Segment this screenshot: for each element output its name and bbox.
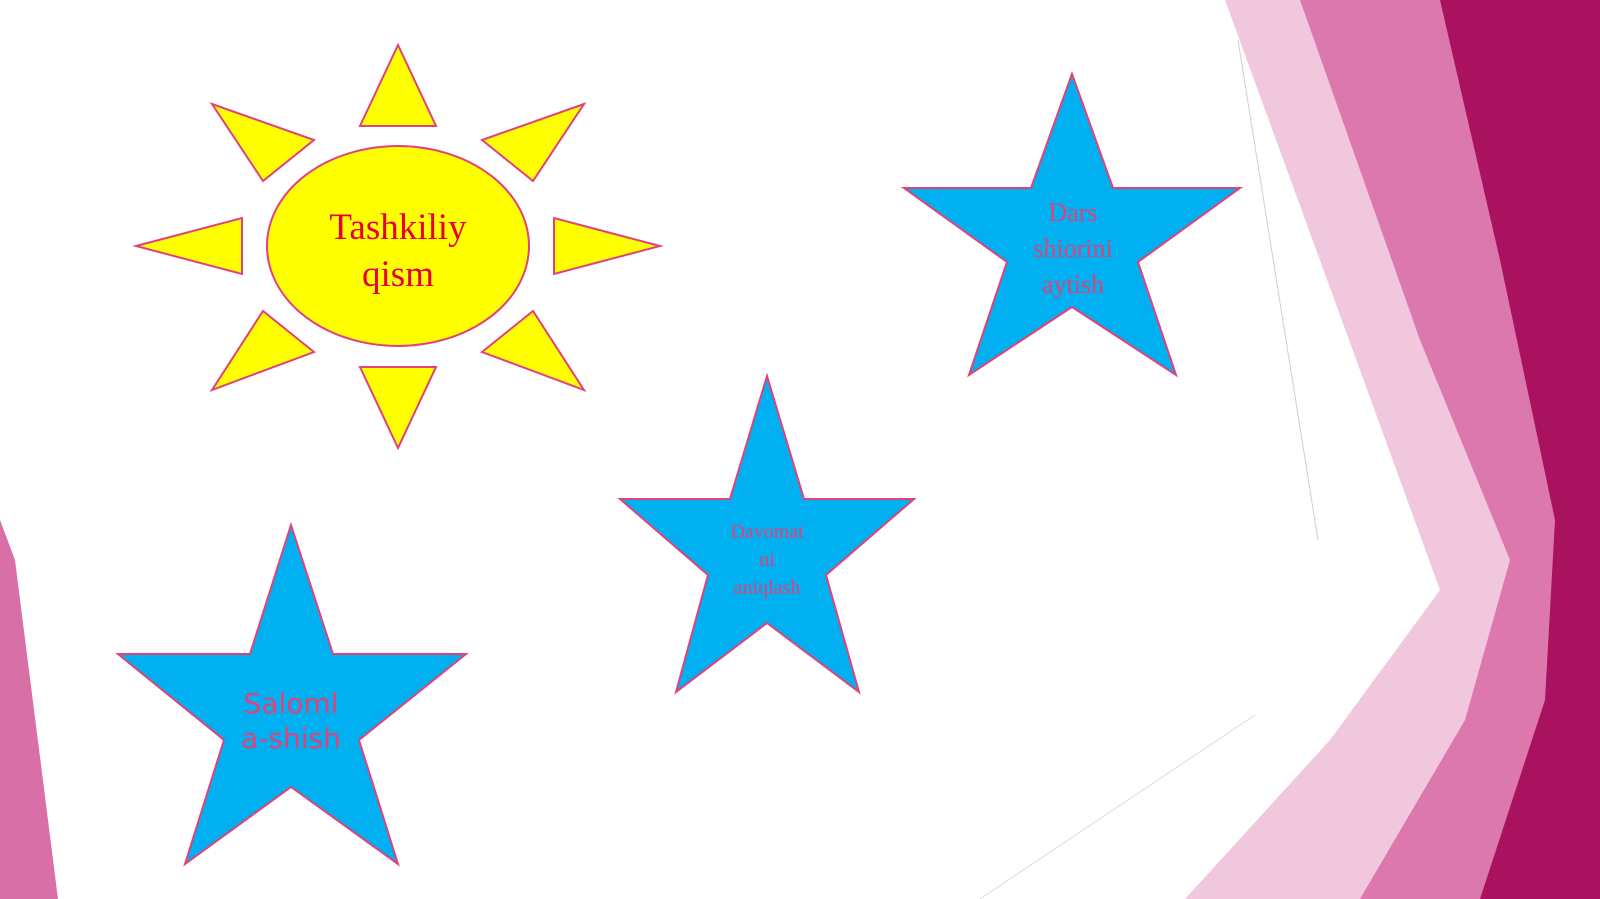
sun-ray xyxy=(358,366,438,451)
star-label-line3: aytish xyxy=(1042,270,1104,299)
background-thin-line-lower xyxy=(979,714,1256,899)
star-label-line1: Saloml xyxy=(244,687,339,720)
sun-label-line1: Tashkiliy xyxy=(329,207,467,248)
star-label-line2: ni xyxy=(759,549,775,571)
background-thin-line xyxy=(1237,39,1319,541)
star-label-line2: a-shish xyxy=(241,722,341,755)
star-shape xyxy=(617,372,917,695)
star-shape xyxy=(115,521,469,867)
sun-ray xyxy=(358,42,438,127)
background-band-dark xyxy=(1440,0,1600,899)
sun-ray xyxy=(132,216,243,276)
star-dars: Dars shiorini aytish xyxy=(900,71,1244,378)
star-shape xyxy=(900,71,1244,378)
star-label-line1: Davomat xyxy=(730,521,804,543)
star-label-line3: aniqlash xyxy=(734,577,801,599)
star-salom: Saloml a-shish xyxy=(115,521,469,867)
sun-label-line2: qism xyxy=(362,254,434,295)
sun-shape: Tashkiliy qism xyxy=(132,42,664,451)
sun-ray xyxy=(209,309,316,392)
sun-ray xyxy=(480,309,587,392)
sun-ray xyxy=(209,102,317,183)
star-davomat: Davomat ni aniqlash xyxy=(617,372,917,695)
sun-ray xyxy=(553,216,664,276)
star-label-line2: shiorini xyxy=(1033,234,1112,263)
sun-center xyxy=(266,145,530,347)
background-left-band xyxy=(0,520,58,899)
sun-ray xyxy=(479,102,587,183)
star-label-line1: Dars xyxy=(1048,198,1097,227)
